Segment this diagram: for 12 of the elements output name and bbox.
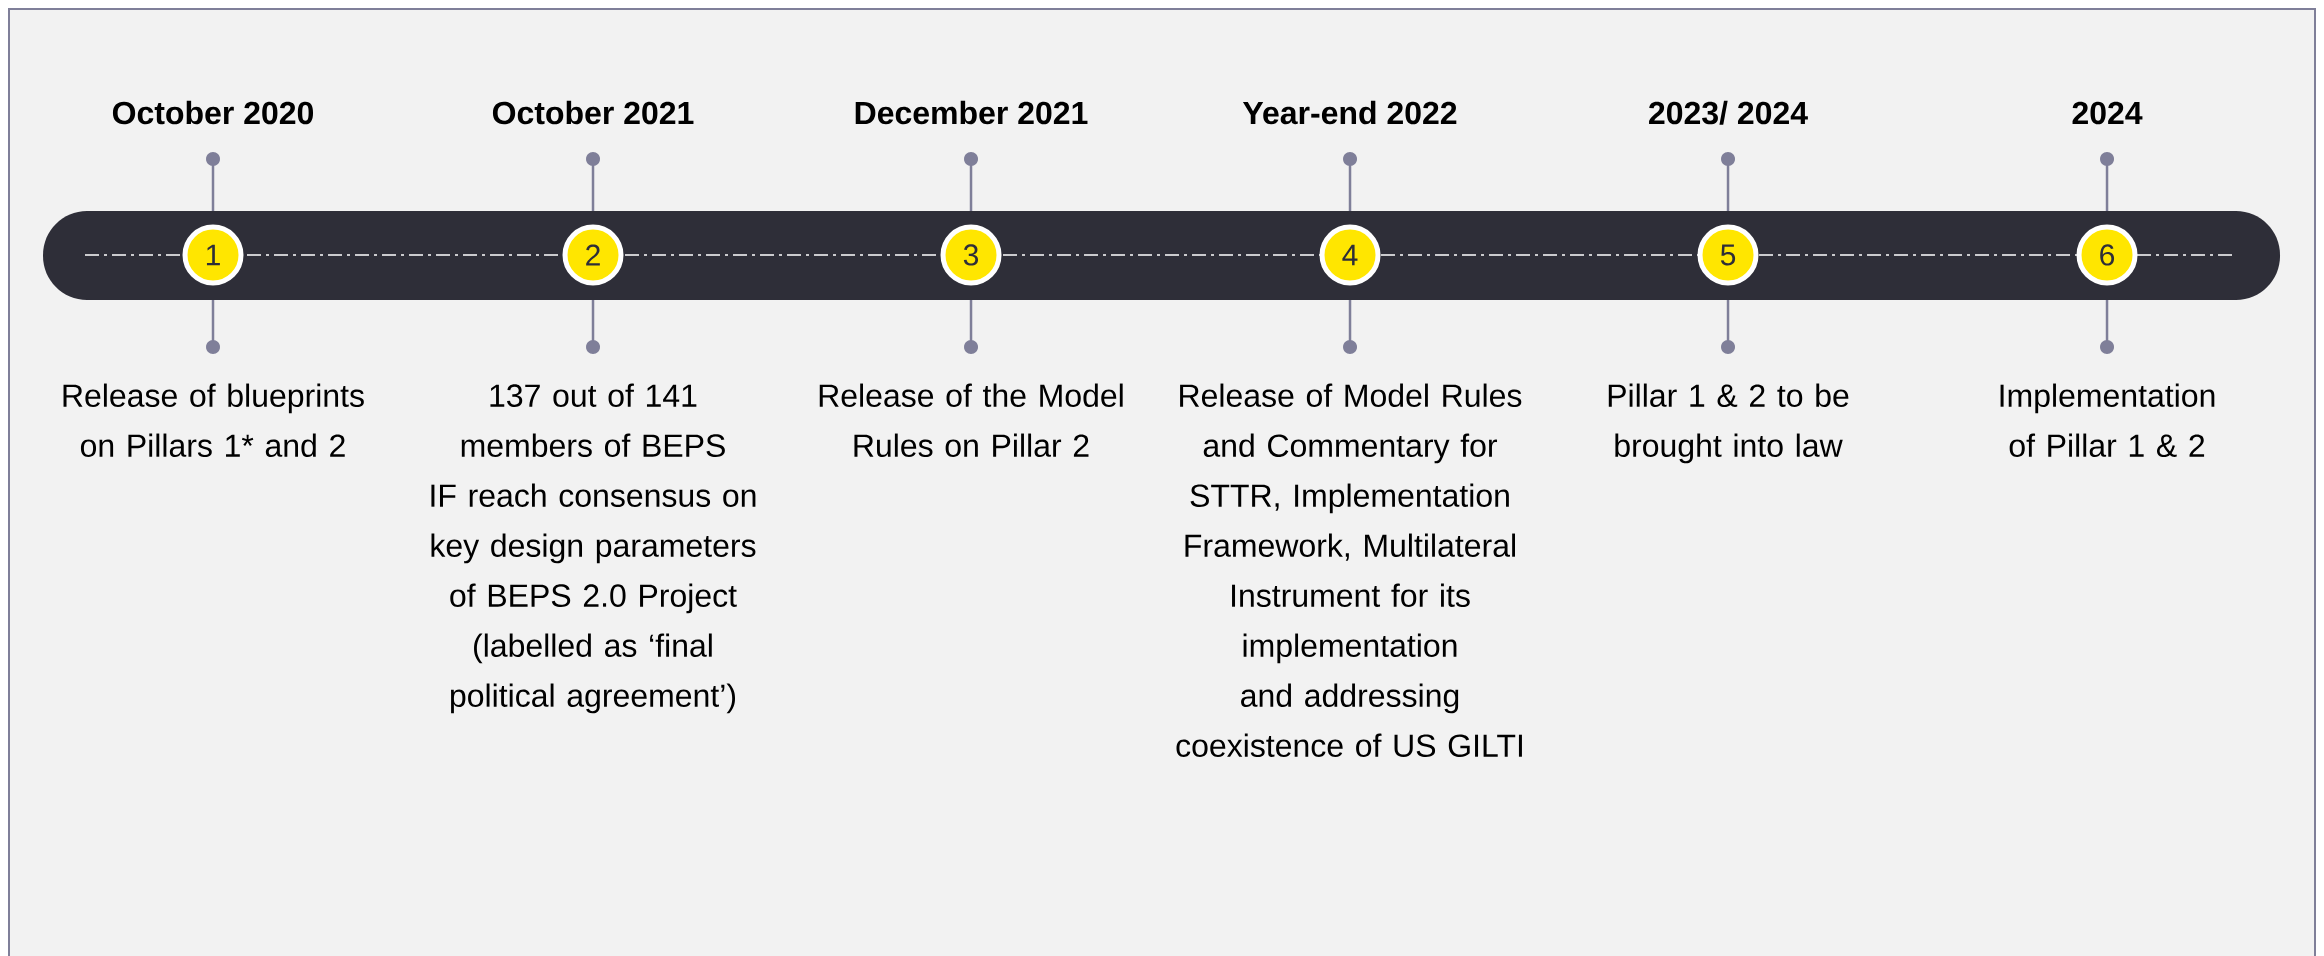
description: Release of Model Rules and Commentary for STTR, Implementation Framework, Multilateral Instrument for its implementation and addressing coexistence of US GILTI [1176, 383, 1522, 758]
description: Implementation of Pillar 1 & 2 [2000, 383, 2215, 458]
date-label: Year-end 2022 [1242, 100, 1457, 125]
date-label: October 2020 [112, 100, 314, 125]
description: 137 out of 141 members of BEPS IF reach consensus on key design parameters of BEPS 2.0 Project (labelled as ‘final political agreement’) [431, 383, 756, 714]
date-label: 2023/ 2024 [1649, 100, 1808, 125]
description: Release of blueprints on Pillars 1* and 2 [63, 383, 364, 458]
description: Release of the Model Rules on Pillar 2 [819, 383, 1123, 458]
description: Pillar 1 & 2 to be brought into law [1608, 383, 1849, 464]
date-label: October 2021 [492, 100, 694, 125]
date-label: 2024 [2072, 101, 2143, 125]
date-label: December 2021 [855, 100, 1088, 125]
